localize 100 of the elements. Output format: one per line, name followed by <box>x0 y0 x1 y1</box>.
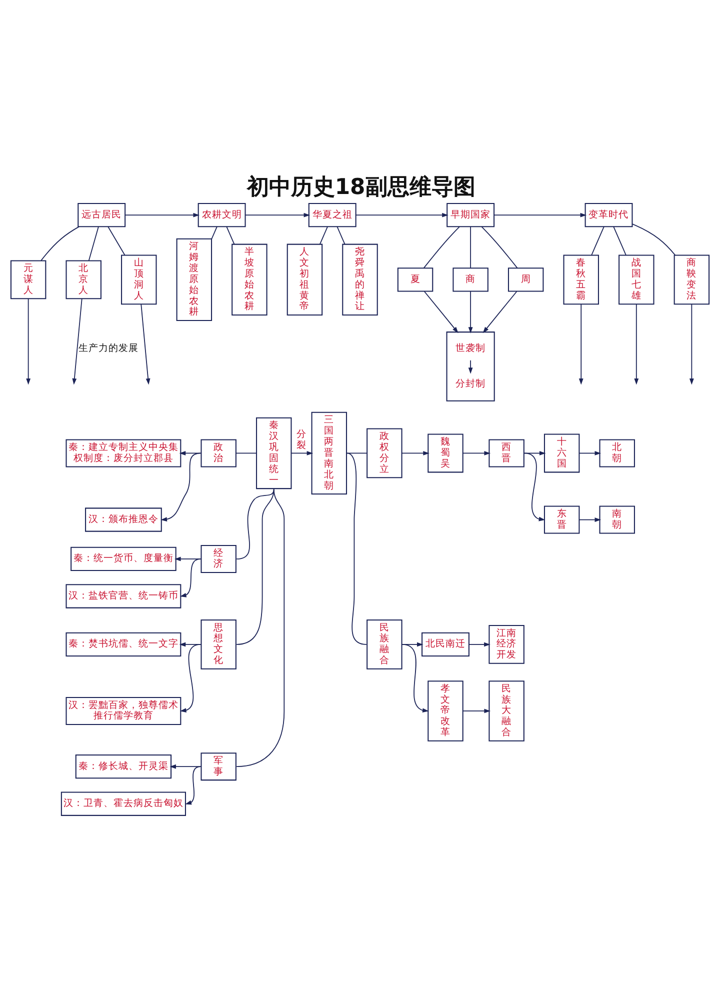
arrow <box>124 212 200 218</box>
node-box: 汉：盐铁官营、统一铸币 <box>66 584 182 608</box>
node-box: 北民南迁 <box>422 632 470 657</box>
arrow <box>402 644 429 713</box>
connector <box>470 226 471 268</box>
arrow <box>524 452 546 522</box>
node-box: 思想文化 <box>200 620 236 670</box>
node-box: 秦：统一货币、度量衡 <box>70 546 176 572</box>
node-box: 北朝 <box>599 439 635 468</box>
arrow <box>174 556 202 562</box>
node-box: 三国两晋南北朝 <box>311 412 348 495</box>
node-text: 分封制 <box>456 378 486 390</box>
node-text: 世袭制 <box>456 343 486 354</box>
connector <box>423 226 460 269</box>
node-box: 西晋 <box>488 439 524 468</box>
arrow <box>179 451 202 456</box>
arrow <box>140 304 150 385</box>
connector <box>481 226 518 269</box>
edge-label: 分裂 <box>296 429 307 452</box>
connector <box>319 226 328 245</box>
arrow <box>578 451 602 456</box>
connector <box>346 452 367 645</box>
arrow <box>578 304 584 385</box>
node-box: 南朝 <box>599 506 635 534</box>
node-box: 元谋人 <box>10 260 46 300</box>
arrow <box>180 644 202 712</box>
arrow <box>524 451 546 456</box>
diagram-title: 初中历史18副思维导图 <box>246 174 476 200</box>
arrow <box>401 642 424 647</box>
node-box: 汉：颁布推恩令 <box>85 508 162 532</box>
node-box: 政权分立 <box>366 428 402 478</box>
node-box: 变革时代 <box>584 202 633 228</box>
arrow <box>185 766 202 805</box>
connector <box>88 226 99 262</box>
node-box: 魏蜀吴 <box>428 434 464 473</box>
node-box: 军事 <box>200 752 236 781</box>
arrow <box>578 518 602 522</box>
node-box: 东晋 <box>544 506 580 534</box>
node-box: 秦：修长城、开灵渠 <box>75 754 172 779</box>
arrow <box>355 212 448 218</box>
node-box: 北京人 <box>66 260 102 300</box>
connector <box>336 226 346 245</box>
node-box: 夏 <box>397 268 434 292</box>
connector <box>236 488 274 645</box>
node-box: 民族大融合 <box>488 680 524 742</box>
arrow <box>634 304 639 385</box>
arrow <box>179 642 202 647</box>
connector <box>236 488 274 560</box>
arrow <box>26 298 31 385</box>
node-box: 孝文帝改革 <box>428 680 464 742</box>
arrow <box>401 451 430 456</box>
node-box: 汉：罢黜百家，独尊儒术推行儒学教育 <box>66 696 182 725</box>
connector <box>40 226 80 262</box>
node-box: 民族融合 <box>366 620 402 670</box>
arrow <box>462 708 491 714</box>
node-box: 十六国 <box>544 434 580 473</box>
node-box: 秦汉巩固统一 <box>256 417 292 490</box>
node-box: 华夏之祖 <box>308 202 356 228</box>
connector <box>591 226 604 256</box>
connector <box>613 226 626 256</box>
node-box: 农耕文明 <box>198 202 246 228</box>
connector <box>236 488 285 768</box>
node-box: 山顶洞人 <box>121 254 157 305</box>
arrow <box>468 291 473 334</box>
node-box: 河姆渡原始农耕 <box>176 238 212 321</box>
node-box: 半坡原始农耕 <box>232 244 268 316</box>
node-box: 商 <box>452 268 488 292</box>
node-box: 经济 <box>200 544 236 573</box>
node-box: 周 <box>508 268 544 292</box>
node-box: 秦：焚书坑儒、统一文字 <box>66 632 182 657</box>
node-box: 早期国家 <box>446 202 495 228</box>
arrow <box>468 642 490 647</box>
cluster <box>446 332 495 402</box>
arrow <box>494 212 587 218</box>
node-box: 远古居民 <box>78 202 126 228</box>
arrow <box>468 360 473 374</box>
node-box: 汉：卫青、霍去病反击匈奴 <box>60 792 186 816</box>
arrow <box>462 451 491 456</box>
edge-label: 生产力的发展 <box>78 343 138 354</box>
connector <box>211 226 218 240</box>
node-box: 人文初祖黄帝 <box>286 244 323 316</box>
connector <box>108 226 126 256</box>
arrow <box>290 451 314 456</box>
node-box: 政治 <box>200 439 236 468</box>
arrow <box>689 304 694 385</box>
connector <box>236 452 257 454</box>
arrow <box>170 764 202 769</box>
node-box: 商鞅变法 <box>674 254 710 305</box>
arrow <box>424 291 458 334</box>
connector <box>632 224 676 256</box>
node-box: 江南经济开发 <box>488 624 524 664</box>
arrow <box>72 298 82 385</box>
node-box: 战国七雄 <box>618 254 654 305</box>
arrow <box>482 291 518 334</box>
node-box: 尧舜禹的禅让 <box>342 244 378 316</box>
connector <box>346 452 368 454</box>
arrow <box>160 452 202 522</box>
node-box: 秦：建立专制主义中央集权制度：废分封立郡县 <box>66 439 182 468</box>
arrow <box>180 558 202 598</box>
node-box: 春秋五霸 <box>563 254 599 305</box>
